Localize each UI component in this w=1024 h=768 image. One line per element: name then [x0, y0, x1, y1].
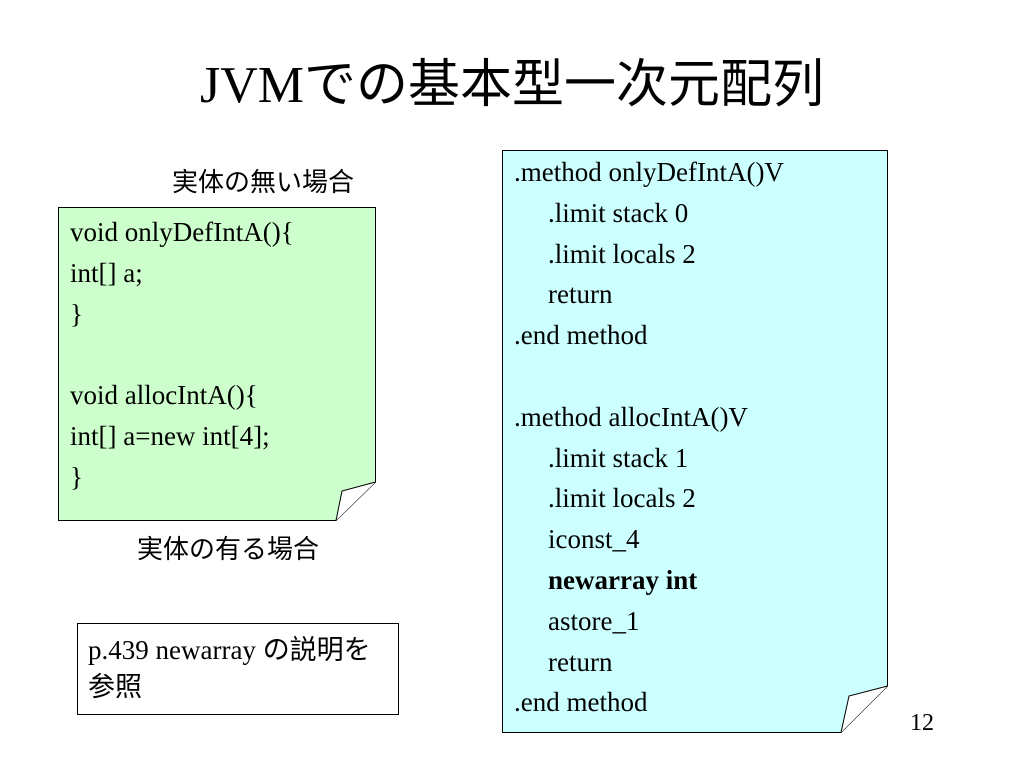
- bytecode-line: .method onlyDefIntA()V: [514, 157, 784, 187]
- reference-note-box: p.439 newarray の説明を参照: [77, 623, 399, 715]
- note-shape-right: [502, 150, 888, 733]
- source-code-lines: void onlyDefIntA(){ int[] a;} void allocIn…: [70, 212, 294, 498]
- source-code-line: int[] a=new int[4];: [70, 420, 270, 451]
- bytecode-line: return: [548, 646, 613, 677]
- bytecode-line: .method allocIntA()V: [514, 401, 748, 432]
- source-code-line: int[] a;: [70, 257, 143, 288]
- note-fold-right: [840, 685, 888, 733]
- caption-no-body: 実体の無い場合: [172, 168, 355, 198]
- note-fold-left: [335, 481, 376, 521]
- slide-title-latin: JVM: [199, 57, 304, 114]
- bytecode-line: iconst_4: [548, 524, 640, 555]
- bytecode-line: astore_1: [548, 605, 640, 636]
- caption-with-body: 実体の有る場合: [137, 535, 320, 565]
- bytecode-line: .limit stack 1: [548, 442, 689, 473]
- reference-note-japanese: の説明を参照: [88, 635, 371, 703]
- source-code-line: }: [70, 461, 83, 492]
- slide-title: JVMでの基本型一次元配列: [0, 50, 1024, 121]
- source-code-line: [70, 334, 294, 375]
- bytecode-line: return: [548, 279, 613, 310]
- source-code-note: void onlyDefIntA(){ int[] a;} void allocIn…: [58, 207, 376, 521]
- bytecode-line: .limit stack 0: [548, 197, 689, 228]
- slide-title-japanese: での基本型一次元配列: [304, 55, 825, 115]
- bytecode-line: newarray int: [548, 564, 698, 595]
- bytecode-line: [514, 356, 784, 397]
- bytecode-line: .end method: [514, 320, 648, 351]
- note-shape-left: [58, 207, 376, 521]
- reference-note-latin: p.439 newarray: [88, 635, 256, 665]
- bytecode-note: .method onlyDefIntA()V .limit stack 0 .lim…: [502, 150, 888, 733]
- bytecode-line: .end method: [514, 687, 648, 718]
- source-code-line: void allocIntA(){: [70, 380, 258, 411]
- reference-note-text: p.439 newarray の説明を参照: [88, 632, 388, 706]
- page-number: 12: [910, 710, 934, 736]
- source-code-line: }: [70, 298, 83, 329]
- bytecode-lines: .method onlyDefIntA()V .limit stack 0 .lim…: [514, 152, 784, 723]
- bytecode-line: .limit locals 2: [548, 483, 696, 514]
- bytecode-line: .limit locals 2: [548, 238, 696, 269]
- source-code-line: void onlyDefIntA(){: [70, 217, 294, 247]
